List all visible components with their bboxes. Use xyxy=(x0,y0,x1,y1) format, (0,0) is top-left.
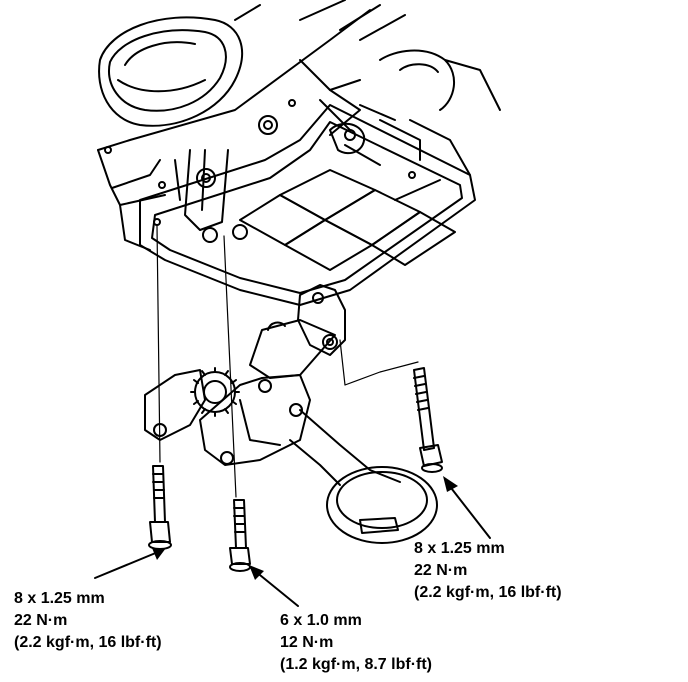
callout-left-bolt: 8 x 1.25 mm 22 N·m (2.2 kgf·m, 16 lbf·ft… xyxy=(14,588,162,654)
torque-nm: 12 N·m xyxy=(280,634,334,651)
torque-alt: (2.2 kgf·m, 16 lbf·ft) xyxy=(14,634,162,651)
engine-block xyxy=(97,0,501,251)
arrow-center-head xyxy=(249,565,264,580)
torque-nm: 22 N·m xyxy=(414,562,468,579)
torque-nm: 22 N·m xyxy=(14,612,68,629)
callout-arrows xyxy=(94,476,491,607)
bolt-size: 6 x 1.0 mm xyxy=(280,612,362,629)
alignment-lines xyxy=(156,225,237,498)
bolt-right xyxy=(413,367,443,473)
arrow-right-head xyxy=(443,476,458,492)
callout-center-bolt: 6 x 1.0 mm 12 N·m (1.2 kgf·m, 8.7 lbf·ft… xyxy=(280,610,432,676)
bolt-size: 8 x 1.25 mm xyxy=(14,590,105,607)
bolt-center xyxy=(229,499,251,572)
bolt-size: 8 x 1.25 mm xyxy=(414,540,505,557)
oil-pump xyxy=(144,284,438,544)
torque-alt: (1.2 kgf·m, 8.7 lbf·ft) xyxy=(280,656,433,673)
torque-alt: (2.2 kgf·m, 16 lbf·ft) xyxy=(414,584,562,601)
arrow-left-head xyxy=(152,548,166,560)
bolt-left xyxy=(148,465,172,550)
baffle-plate xyxy=(104,89,476,306)
callout-right-bolt: 8 x 1.25 mm 22 N·m (2.2 kgf·m, 16 lbf·ft… xyxy=(414,538,562,604)
